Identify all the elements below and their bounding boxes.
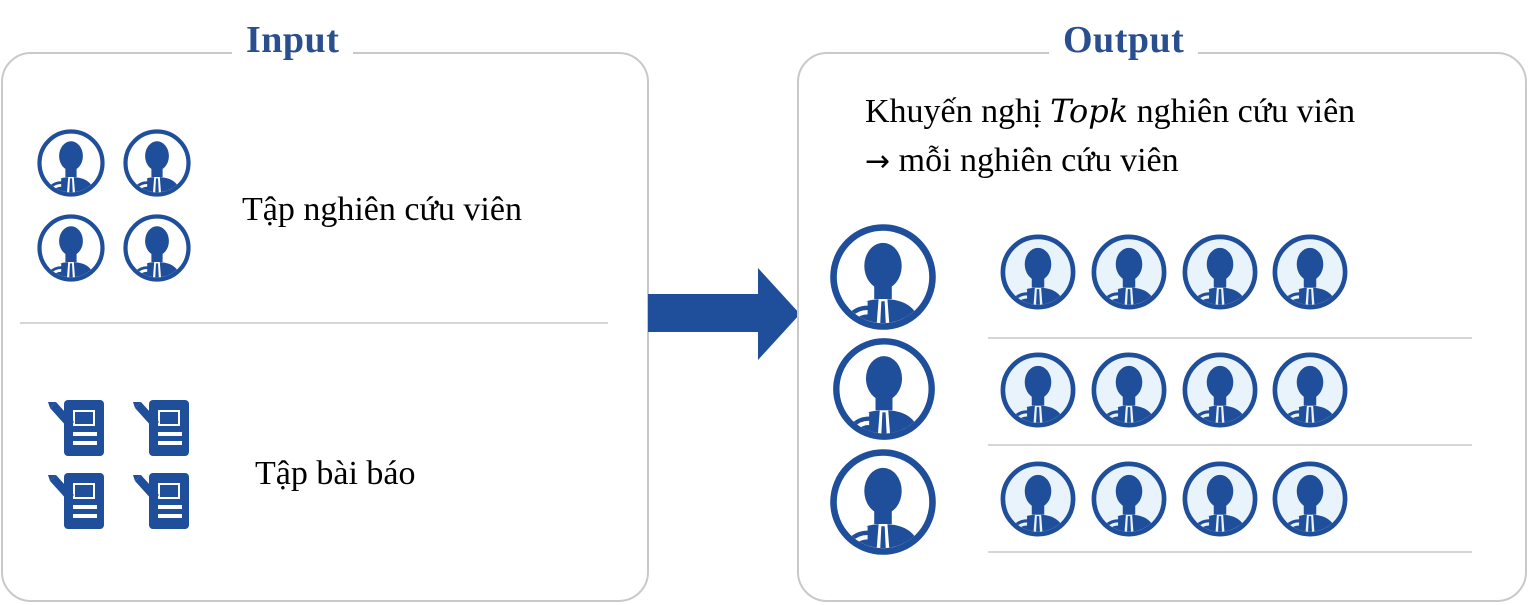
input-title: Input	[232, 14, 354, 66]
output-line2-text: mỗi nghiên cứu viên	[890, 142, 1179, 179]
researcher-icon	[36, 213, 106, 283]
recommended-researcher-icon	[1181, 233, 1259, 311]
input-panel	[1, 52, 649, 602]
query-researcher-icon	[828, 222, 938, 332]
output-divider	[988, 337, 1472, 339]
topk-term: Topk	[1050, 92, 1129, 130]
output-description-line2: → mỗi nghiên cứu viên	[865, 139, 1179, 184]
recommended-researcher-icon	[1090, 351, 1168, 429]
recommended-researcher-icon	[1181, 351, 1259, 429]
output-line1-suffix: nghiên cứu viên	[1128, 93, 1356, 130]
query-researcher-icon	[831, 336, 937, 442]
researcher-icon	[122, 213, 192, 283]
researcher-icon	[122, 128, 192, 198]
arrow-glyph: →	[865, 144, 891, 179]
query-researcher-icon	[828, 447, 938, 557]
paper-icon	[48, 471, 108, 531]
output-title: Output	[1049, 14, 1199, 66]
recommended-researcher-icon	[1090, 233, 1168, 311]
recommended-researcher-icon	[1271, 460, 1349, 538]
recommended-researcher-icon	[1271, 233, 1349, 311]
output-divider	[988, 551, 1472, 553]
output-description-line1: Khuyến nghị Topk nghiên cứu viên	[865, 89, 1355, 134]
recommended-researcher-icon	[999, 233, 1077, 311]
paper-icon	[133, 471, 193, 531]
right-arrow-icon	[648, 268, 800, 360]
recommended-researcher-icon	[999, 460, 1077, 538]
researcher-icon	[36, 128, 106, 198]
input-divider	[20, 322, 608, 324]
output-divider	[988, 444, 1472, 446]
recommended-researcher-icon	[1181, 460, 1259, 538]
researcher-set-label: Tập nghiên cứu viên	[242, 191, 522, 228]
output-line1-prefix: Khuyến nghị	[865, 93, 1051, 130]
paper-icon	[48, 398, 108, 458]
recommended-researcher-icon	[1271, 351, 1349, 429]
paper-set-label: Tập bài báo	[255, 455, 416, 492]
paper-icon	[133, 398, 193, 458]
recommended-researcher-icon	[999, 351, 1077, 429]
recommended-researcher-icon	[1090, 460, 1168, 538]
